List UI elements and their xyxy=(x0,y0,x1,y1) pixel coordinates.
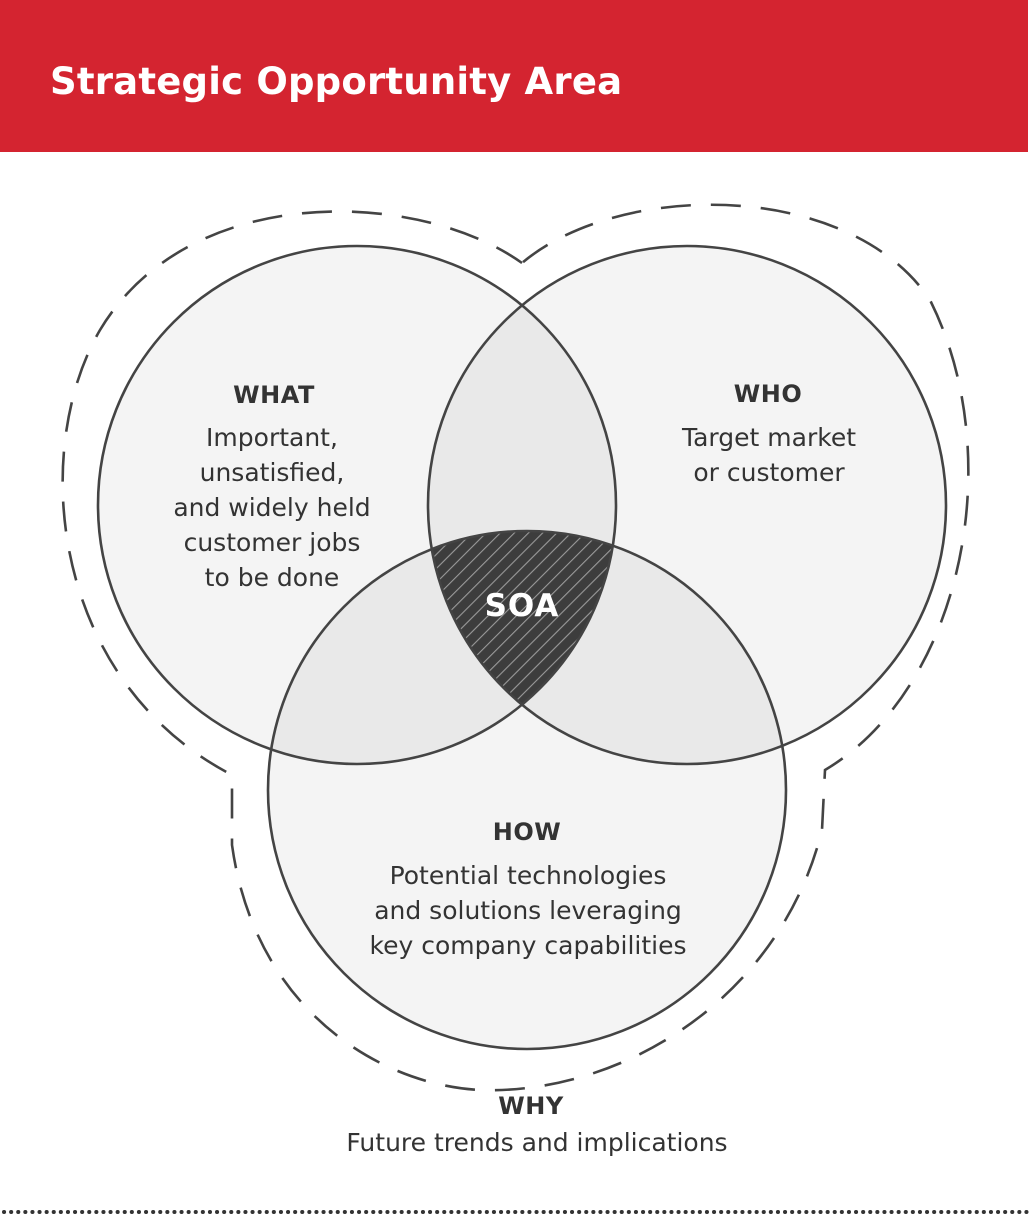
who-circle-outline xyxy=(426,244,948,766)
who-line-1: Target market xyxy=(681,423,856,452)
who-how-overlap xyxy=(428,531,786,764)
how-heading: HOW xyxy=(493,818,561,846)
how-circle-outline xyxy=(266,529,788,1051)
page-title: Strategic Opportunity Area xyxy=(50,60,623,103)
what-heading: WHAT xyxy=(233,381,315,409)
what-line-5: to be done xyxy=(205,563,340,592)
why-dashed-boundary xyxy=(61,203,970,1092)
who-heading: WHO xyxy=(734,380,802,408)
how-line-3: key company capabilities xyxy=(370,931,687,960)
what-line-3: and widely held xyxy=(173,493,370,522)
why-text: Future trends and implications xyxy=(346,1128,727,1157)
header-banner: Strategic Opportunity Area xyxy=(0,0,1028,152)
soa-label: SOA xyxy=(485,588,560,624)
how-line-1: Potential technologies xyxy=(390,861,667,890)
how-line-2: and solutions leveraging xyxy=(374,896,682,925)
who-line-2: or customer xyxy=(693,458,845,487)
why-heading: WHY xyxy=(498,1092,564,1120)
what-how-overlap xyxy=(268,531,616,764)
what-line-2: unsatisfied, xyxy=(200,458,345,487)
what-circle-outline xyxy=(96,244,618,766)
what-line-4: customer jobs xyxy=(184,528,361,557)
what-line-1: Important, xyxy=(206,423,338,452)
